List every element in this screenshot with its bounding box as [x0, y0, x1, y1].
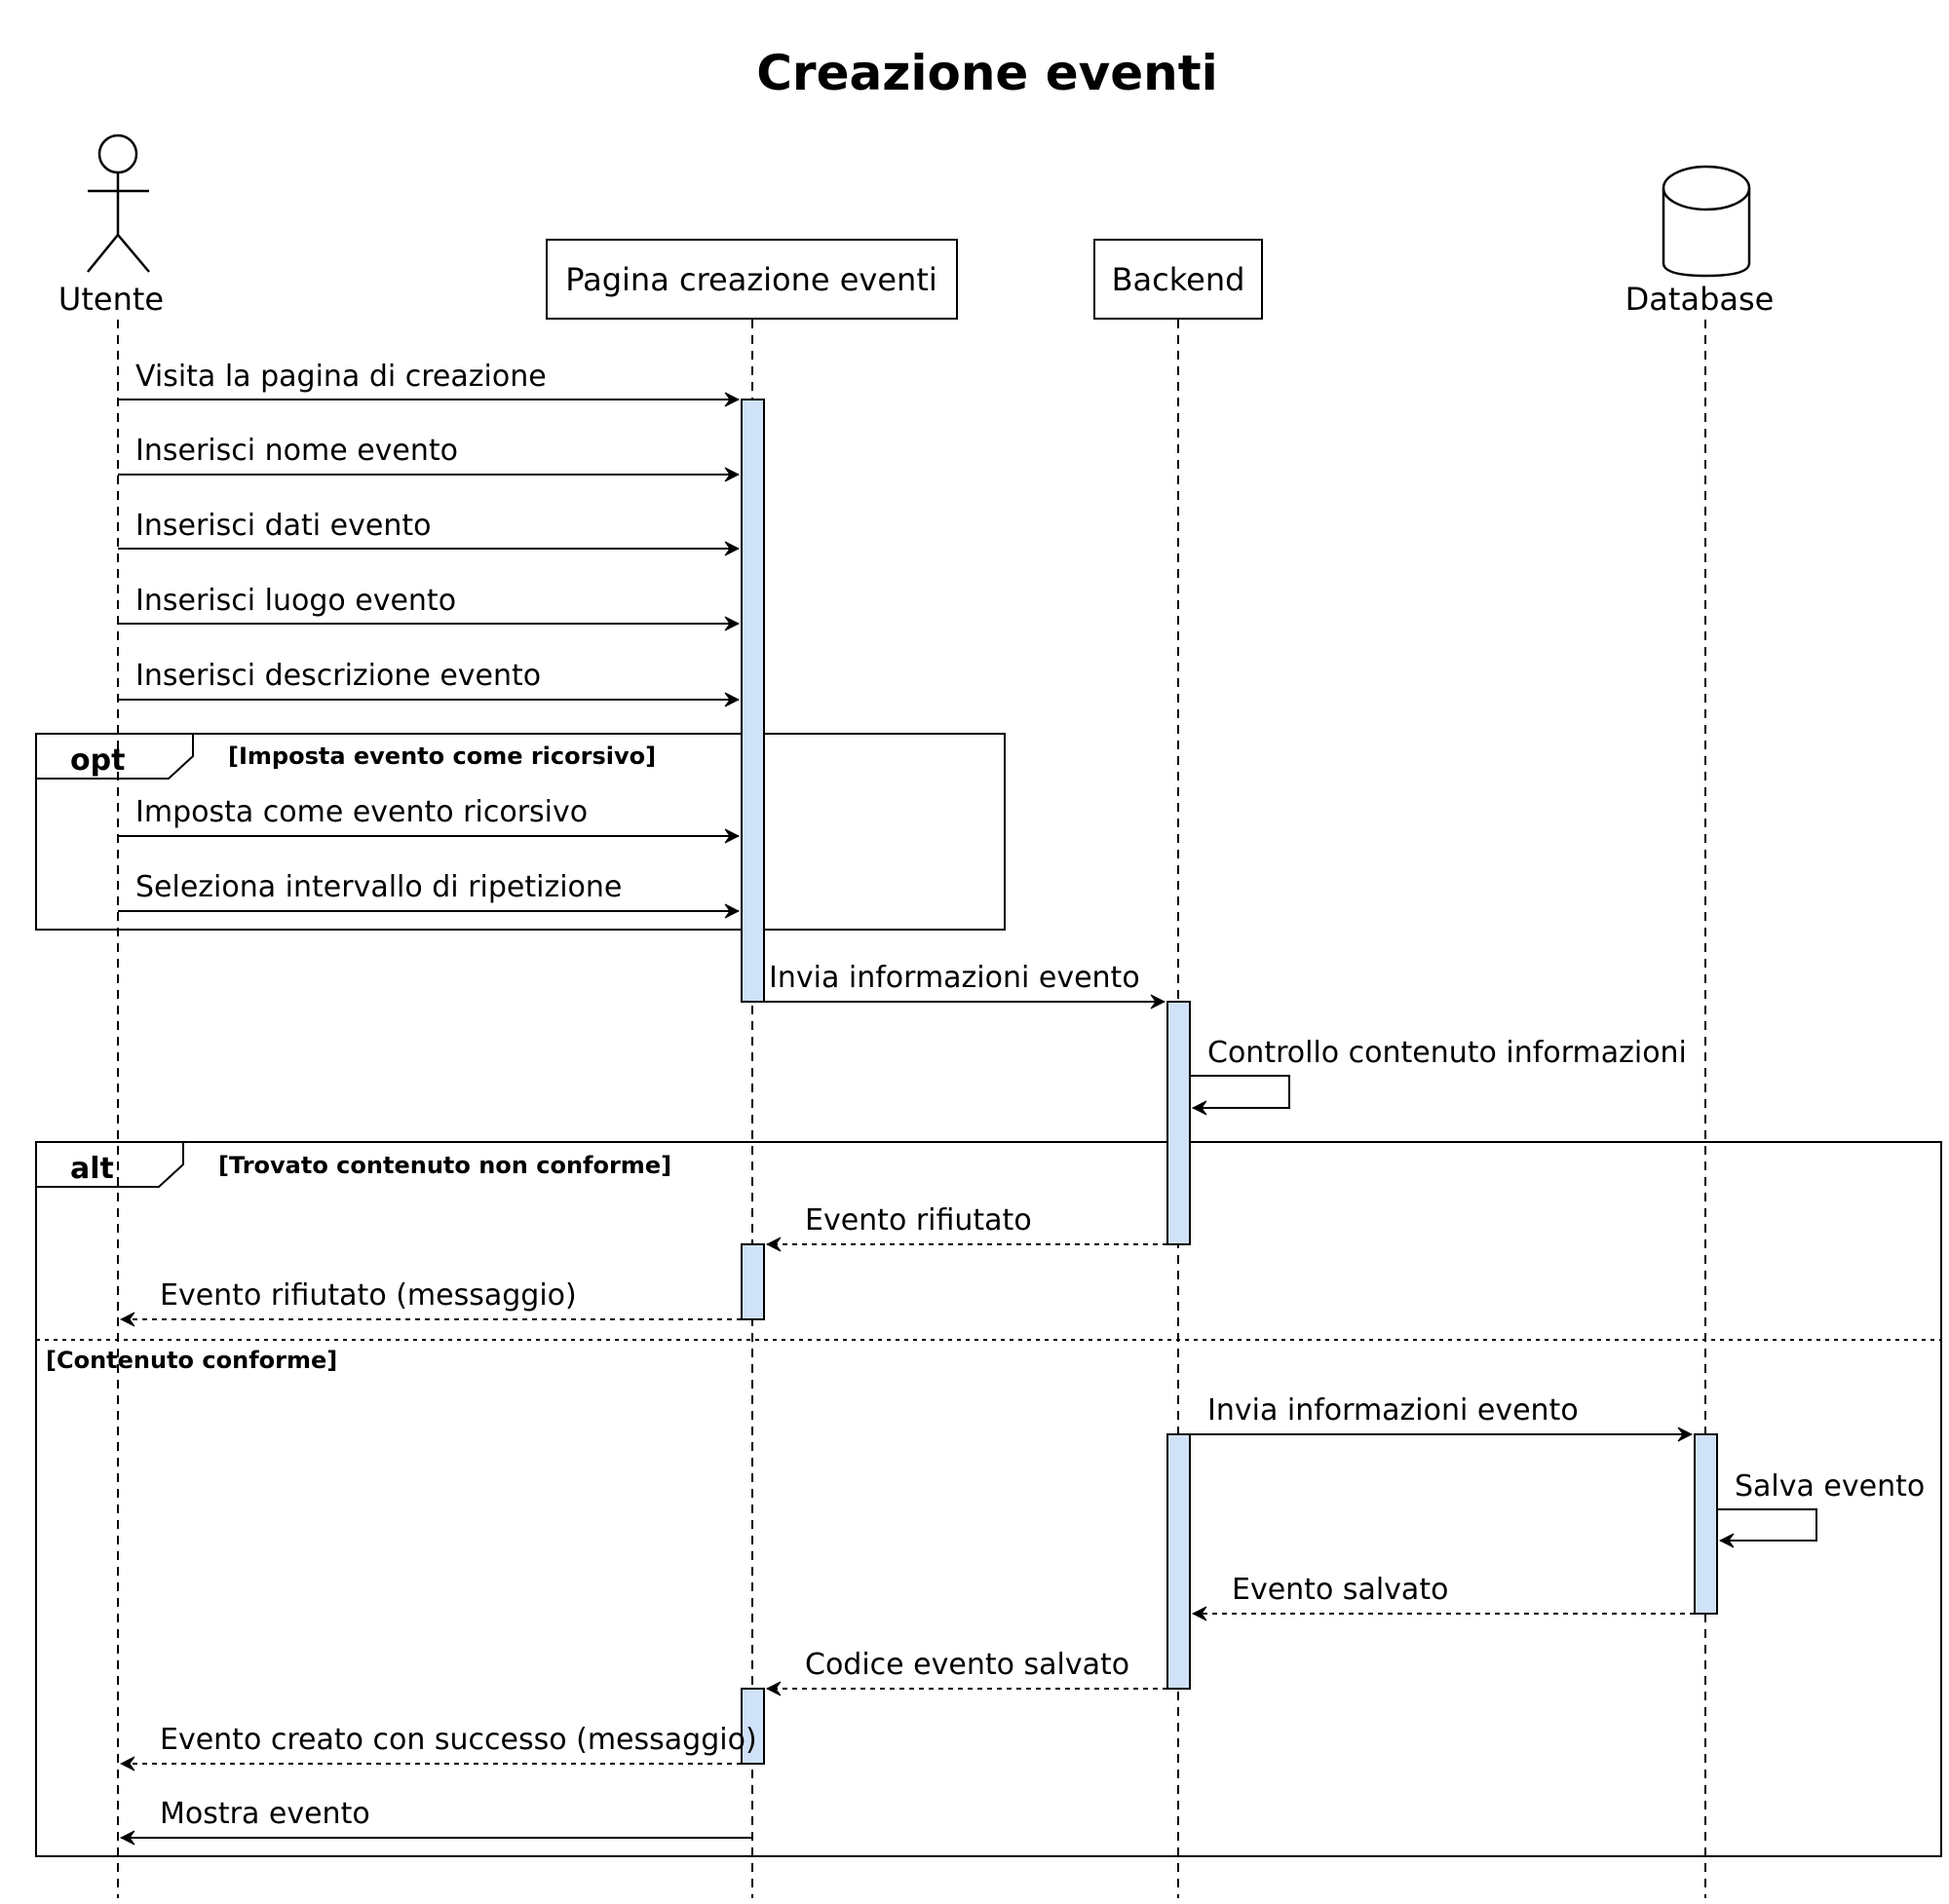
message-5: Inserisci descrizione evento: [118, 659, 739, 700]
message-11: Evento rifiutato (messaggio): [121, 1278, 742, 1319]
activation-backend-1: [1166, 1001, 1191, 1245]
message-7: Seleziona intervallo di ripetizione: [118, 870, 739, 911]
message-8: Invia informazioni evento: [764, 961, 1165, 1002]
message-label: Imposta come evento ricorsivo: [135, 795, 588, 829]
message-16: Evento creato con successo (messaggio): [121, 1723, 757, 1764]
message-label: Mostra evento: [160, 1797, 370, 1831]
message-label: Evento rifiutato: [805, 1203, 1032, 1238]
participant-backend: Backend: [1093, 239, 1263, 320]
stick-figure-icon: [87, 133, 150, 273]
message-13: Salva evento: [1717, 1469, 1925, 1541]
message-label: Invia informazioni evento: [1207, 1393, 1579, 1428]
activation-pagina-3: [741, 1688, 765, 1765]
activation-database-1: [1694, 1433, 1718, 1615]
message-label: Inserisci dati evento: [135, 509, 431, 543]
database-cylinder-icon: [1662, 165, 1751, 278]
message-3: Inserisci dati evento: [118, 509, 739, 549]
activation-pagina-2: [741, 1243, 765, 1320]
message-2: Inserisci nome evento: [118, 434, 739, 475]
message-15: Codice evento salvato: [767, 1648, 1167, 1689]
fragment-keyword-alt: alt: [70, 1152, 114, 1186]
actor-utente: Utente: [58, 133, 164, 318]
participant-label-database: Database: [1625, 281, 1775, 318]
message-label: Evento salvato: [1232, 1573, 1448, 1607]
diagram-title: Creazione eventi: [756, 45, 1218, 101]
message-label: Evento rifiutato (messaggio): [160, 1278, 577, 1313]
fragment-guard-alt: [Trovato contenuto non conforme]: [218, 1152, 671, 1179]
message-label: Seleziona intervallo di ripetizione: [135, 870, 622, 904]
message-4: Inserisci luogo evento: [118, 584, 739, 624]
message-17: Mostra evento: [121, 1797, 752, 1838]
message-label: Invia informazioni evento: [769, 961, 1140, 995]
message-label: Inserisci luogo evento: [135, 584, 456, 618]
participant-label-pagina: Pagina creazione eventi: [565, 261, 937, 298]
message-label: Evento creato con successo (messaggio): [160, 1723, 757, 1757]
message-6: Imposta come evento ricorsivo: [118, 795, 739, 836]
message-label: Inserisci descrizione evento: [135, 659, 541, 693]
message-label: Inserisci nome evento: [135, 434, 458, 468]
participant-label-backend: Backend: [1112, 261, 1245, 298]
participant-database: Database: [1625, 165, 1775, 318]
message-9: Controllo contenuto informazioni: [1190, 1036, 1687, 1108]
fragment-opt: opt [Imposta evento come ricorsivo]: [35, 733, 1006, 931]
message-label: Visita la pagina di creazione: [135, 360, 547, 394]
message-12: Invia informazioni evento: [1190, 1393, 1692, 1434]
participant-pagina: Pagina creazione eventi: [546, 239, 958, 320]
fragment-guard-opt: [Imposta evento come ricorsivo]: [228, 743, 656, 770]
message-14: Evento salvato: [1193, 1573, 1695, 1614]
message-label: Salva evento: [1735, 1469, 1925, 1504]
activation-backend-2: [1166, 1433, 1191, 1690]
fragment-keyword-opt: opt: [70, 743, 125, 778]
activation-pagina-1: [741, 399, 765, 1003]
participant-label-utente: Utente: [58, 281, 164, 318]
message-label: Codice evento salvato: [805, 1648, 1129, 1682]
message-1: Visita la pagina di creazione: [118, 360, 739, 400]
message-label: Controllo contenuto informazioni: [1207, 1036, 1687, 1070]
message-10: Evento rifiutato: [767, 1203, 1167, 1244]
fragment-else-guard: [Contenuto conforme]: [46, 1347, 337, 1374]
fragment-alt: alt [Trovato contenuto non conforme] [Co…: [35, 1141, 1942, 1857]
